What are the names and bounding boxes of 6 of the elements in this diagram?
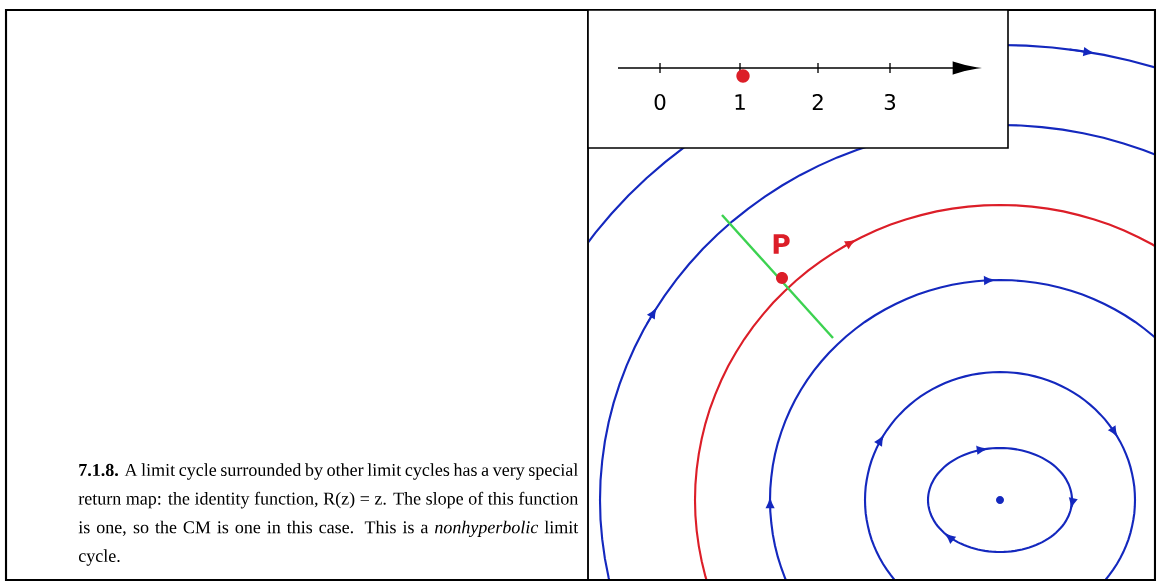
caption-text: 7.1.8. A limit cycle surrounded by other limit cycles has a very special return map: the identity function, R(z) = z. The slope of this function is one, so the CM is one in this case. This is a nonhyperbolic limit cycle. [78, 463, 579, 566]
tick-label: 1 [735, 94, 745, 110]
tick-label: 0 [654, 93, 666, 111]
tick-label: 2 [812, 94, 823, 110]
point-label: P [773, 234, 790, 254]
tick-label: 3 [884, 93, 896, 111]
